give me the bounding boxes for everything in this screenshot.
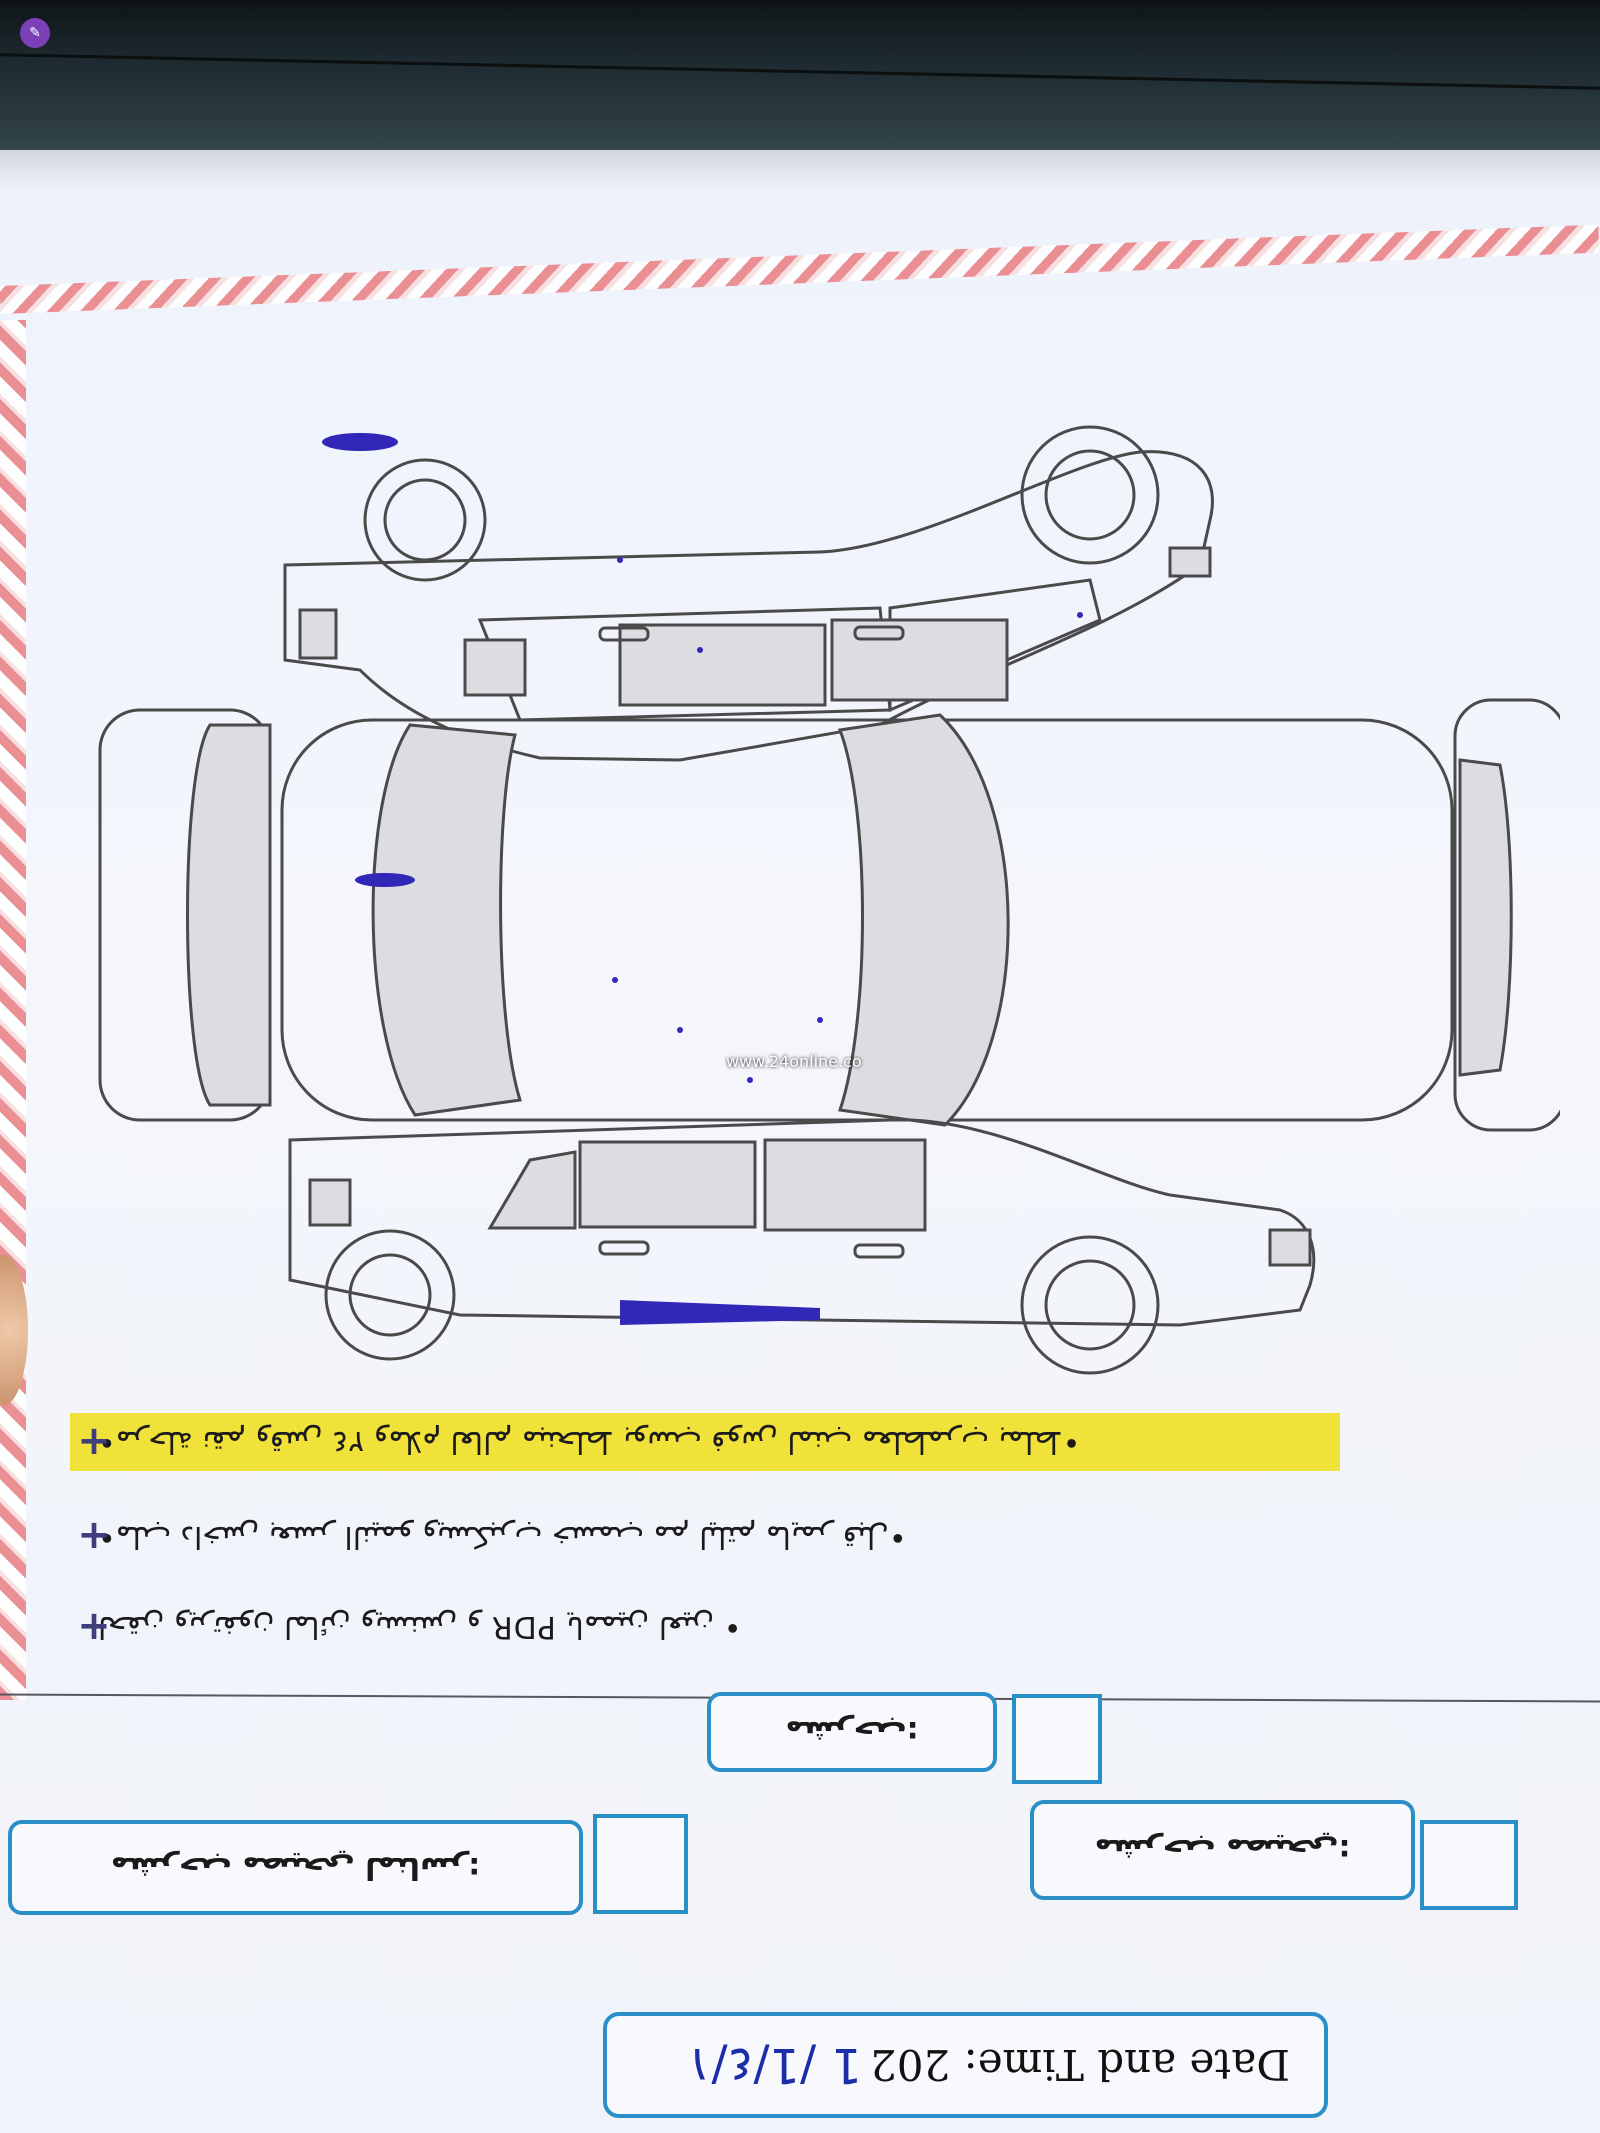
damage-mark	[620, 1300, 820, 1325]
damage-mark	[677, 1027, 683, 1033]
damage-mark	[617, 557, 623, 563]
checkbox-option-2[interactable]	[593, 1814, 688, 1914]
note-line-highlighted: •مرحلة نقم وقس ٢٤ وملام لعالم مبنحلط بوس…	[70, 1413, 1340, 1471]
damage-mark	[612, 977, 618, 983]
note-text: •ملب داخس بعسر النيمو ويسكبرب خسمب مم لي…	[98, 1519, 907, 1555]
plus-icon: +	[77, 1418, 111, 1464]
dashboard-background	[0, 0, 1600, 170]
note-text: لحقن ويرتفون لمائن ويسنس و PDR ياممين لع…	[98, 1609, 742, 1645]
watermark: www.24online.co	[726, 1052, 862, 1071]
note-line: لحقن ويرتفون لمائن ويسنس و PDR ياممين لع…	[70, 1598, 1340, 1656]
date-time-field[interactable]: Date and Time: 202 1 /1/٤/١	[603, 2012, 1328, 2118]
damage-mark	[1077, 612, 1083, 618]
option-label-2: مشرحب مصيحي لمناسر:	[8, 1820, 583, 1915]
app-badge-icon[interactable]: ✎	[20, 18, 50, 48]
note-line: •ملب داخس بعسر النيمو ويسكبرب خسمب مم لي…	[70, 1508, 1340, 1566]
car-side-view-bottom	[288, 1118, 1316, 1375]
damage-marks	[322, 433, 1083, 1325]
option-label-3: مشرحب:	[707, 1692, 997, 1772]
damage-mark	[817, 1017, 823, 1023]
checkbox-option-1[interactable]	[1420, 1820, 1518, 1910]
car-outline-drawing	[98, 425, 1560, 1375]
damage-mark	[322, 433, 398, 451]
damage-mark	[355, 873, 415, 887]
plus-icon: +	[77, 1603, 111, 1649]
date-label: Date and Time: 202	[870, 2040, 1290, 2090]
date-value: 1 /1/٤/١	[685, 2037, 863, 2093]
damage-mark	[747, 1077, 753, 1083]
option-label-1: مشرحب مصيحي:	[1030, 1800, 1415, 1900]
decorative-border-left	[0, 320, 26, 1700]
car-side-view-top	[283, 425, 1214, 762]
note-text: •مرحلة نقم وقس ٢٤ وملام لعالم مبنحلط بوس…	[98, 1424, 1081, 1460]
checkbox-option-3[interactable]	[1012, 1694, 1102, 1784]
sheet-shadow	[0, 150, 1600, 190]
plus-icon: +	[77, 1512, 111, 1558]
car-damage-diagram	[98, 425, 1560, 1375]
damage-mark	[697, 647, 703, 653]
